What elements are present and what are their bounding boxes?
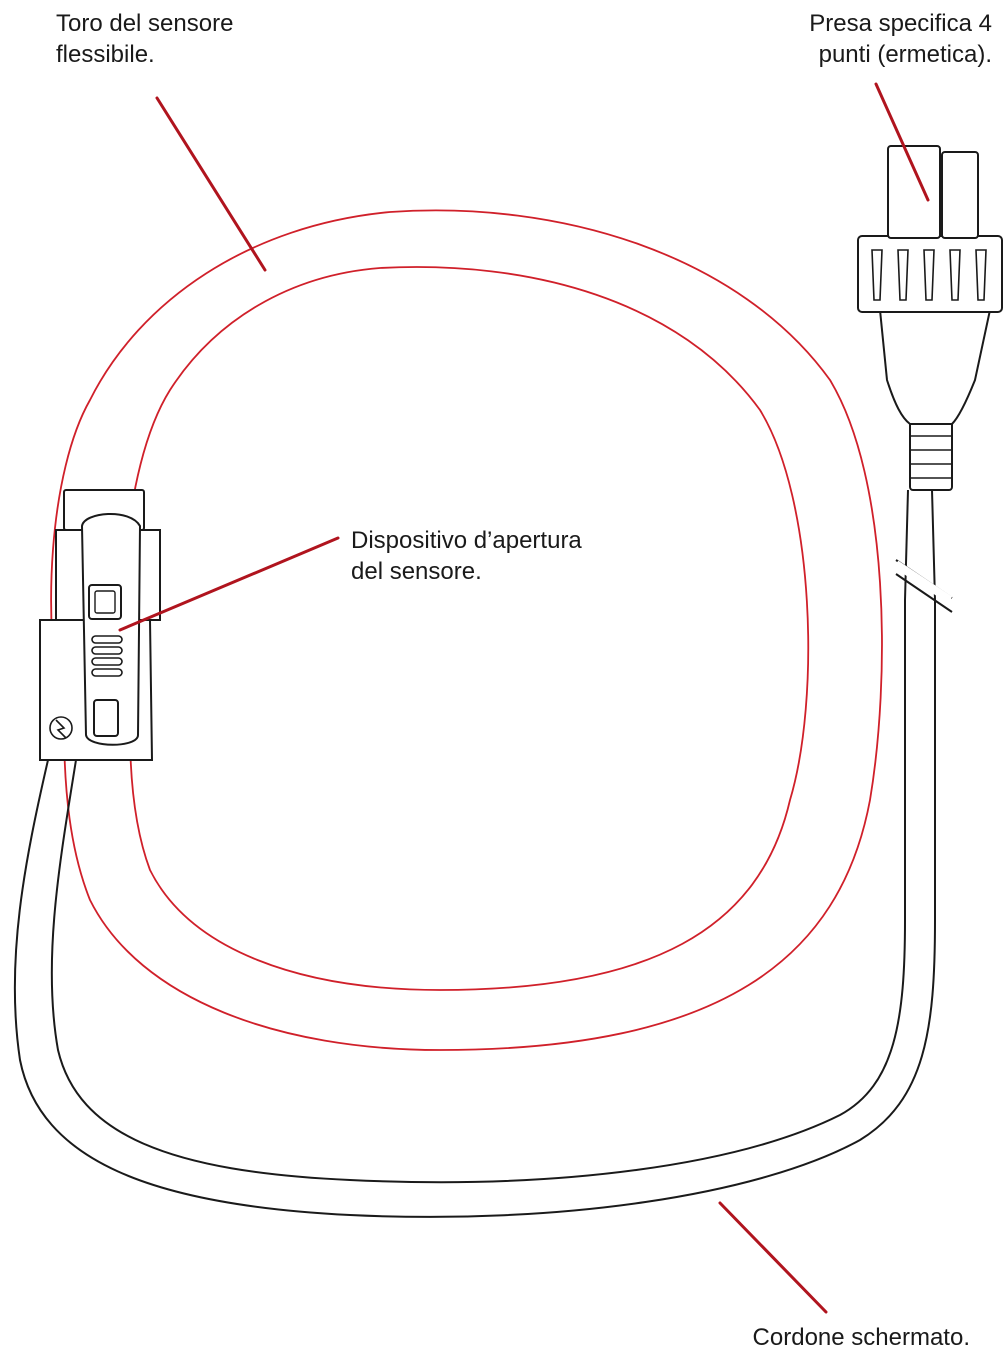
cable-inner-edge [50,489,909,1184]
label-line: flessibile. [56,41,155,68]
clip-window-inner [94,590,116,614]
sensor-torus-outer-ring [50,209,883,1051]
plug-strain-relief-ridges [910,435,952,479]
label-shielded-cable: Cordone schermato. [753,1322,970,1353]
label-line: Toro del sensore [56,10,234,37]
four-point-plug [857,145,1003,491]
leader-line-cable [718,1201,828,1314]
leader-line-opener [118,536,340,632]
label-line: del sensore. [351,558,482,585]
plug-ring-grooves [871,249,987,301]
plug-pin-block-right [941,151,979,239]
leader-lines [118,82,930,1314]
sensor-torus [50,209,883,1051]
opening-device [39,489,161,761]
label-line: Presa specifica 4 [809,10,992,37]
label-four-point-plug: Presa specifica 4 punti (ermetica). [809,8,992,70]
plug-tapered-body [878,309,992,425]
clip-lower-slot [93,699,119,737]
plug-strain-relief [909,419,953,491]
label-opening-device: Dispositivo d’apertura del sensore. [351,525,582,587]
sensor-torus-inner-ring [121,266,810,991]
label-line: punti (ermetica). [818,41,992,68]
label-line: Dispositivo d’apertura [351,527,582,554]
double-insulation-symbol-icon [49,716,73,740]
clip-lever [80,512,142,746]
leader-line-torus [155,96,267,272]
leader-line-plug [874,82,930,202]
cable-outer-edge [13,489,936,1218]
shielded-cable [13,489,953,1218]
clip-grip-ridges [91,635,123,677]
label-line: Cordone schermato. [752,1324,970,1351]
plug-pin-block-left [887,145,941,239]
label-flexible-sensor-torus: Toro del sensore flessibile. [56,8,233,70]
